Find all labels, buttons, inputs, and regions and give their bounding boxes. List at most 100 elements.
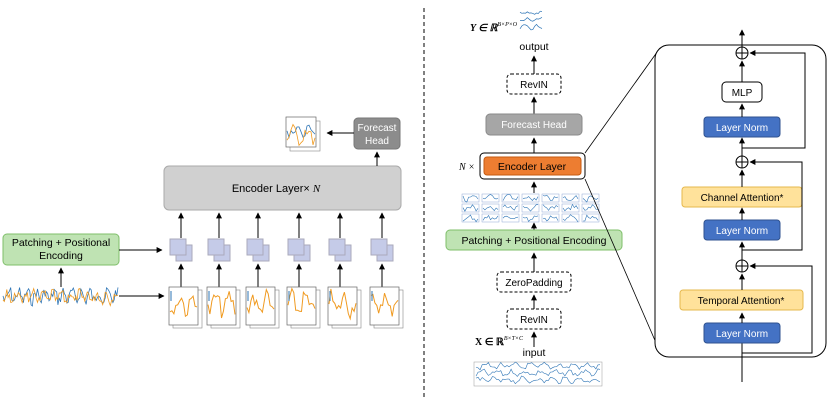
input-math: X ∈ ℝB×T×C (475, 336, 524, 348)
input-series-left (2, 286, 119, 307)
forecast-output-thumbnail (285, 116, 321, 152)
encoder-detail-panel: Layer Norm Temporal Attention* Layer Nor… (654, 29, 827, 382)
zoom-line-bottom (584, 178, 661, 353)
patch-cell-series (502, 204, 519, 211)
patch-token (328, 238, 346, 256)
patch-thumbnail (286, 286, 317, 326)
revin-bottom-box (506, 308, 562, 330)
patch-cell-series (582, 204, 599, 211)
patch-cell-series (482, 206, 499, 212)
patch-cell-series (462, 214, 479, 223)
patch-token (287, 238, 305, 256)
encoder-box-left-label: Encoder Layer× N (232, 183, 321, 195)
output-math: Y ∈ ℝB×P×O (470, 22, 518, 34)
patch-cell-series (462, 204, 479, 212)
patch-cell (481, 193, 500, 203)
forecast-series (286, 124, 316, 139)
zeropadding-box (496, 271, 572, 293)
output-series-thumbnail (519, 10, 543, 31)
patch-columns-left (168, 212, 404, 329)
patch-cell (581, 193, 600, 203)
patch-token (169, 238, 187, 256)
patch-cell (541, 213, 560, 223)
output-series (520, 17, 543, 22)
patch-series (207, 291, 236, 319)
forecast-series (286, 123, 316, 147)
output-series (519, 10, 543, 15)
mlp-label: MLP (732, 88, 753, 99)
forecast-head-label: Forecast Head (501, 120, 567, 131)
channel-attention-label: Channel Attention* (701, 193, 784, 204)
patch-cell-series (582, 195, 599, 203)
zoom-line-top (584, 47, 661, 154)
revin-top-box (506, 73, 562, 95)
patch-token (246, 238, 264, 256)
patch-cell (561, 213, 580, 223)
patch-thumbnail (369, 286, 400, 326)
patch-cell (521, 213, 540, 223)
patch-cell (521, 203, 540, 213)
patch-token (370, 238, 388, 256)
patch-cell (461, 193, 480, 203)
patch-cell (501, 203, 520, 213)
forecast-head-left-line2: Head (365, 136, 389, 147)
input-series-thumbnail (473, 361, 603, 387)
patch-cell (541, 193, 560, 203)
output-series (519, 23, 543, 31)
patch-cell (501, 213, 520, 223)
patch-series (169, 294, 198, 318)
series-line (2, 286, 119, 307)
patch-cell-series (522, 215, 539, 223)
patch-series (287, 287, 316, 313)
patch-thumbnail (206, 286, 237, 326)
patch-cell-series (542, 204, 559, 211)
revin-top-label: RevIN (520, 80, 548, 91)
patching-box-left-line2: Encoding (39, 250, 83, 262)
patch-cell-series (462, 195, 479, 203)
patch-cell (541, 203, 560, 213)
left-panel: Patching + Positional Encoding Encoder L… (2, 116, 404, 329)
patching-box-left-line1: Patching + Positional (12, 237, 110, 249)
patching-box-label: Patching + Positional Encoding (461, 235, 606, 247)
zeropadding-label: ZeroPadding (505, 278, 562, 289)
input-series (475, 361, 601, 371)
patch-cell (481, 203, 500, 213)
patch-cell (481, 213, 500, 223)
patch-cell-series (582, 214, 599, 222)
layer-norm-3-label: Layer Norm (716, 329, 768, 340)
patch-cell-series (522, 204, 539, 212)
patch-series (370, 293, 399, 317)
patch-cell-series (482, 214, 499, 221)
patch-cell-series (562, 214, 579, 223)
temporal-attention-label: Temporal Attention* (698, 296, 785, 307)
encoder-box-left (163, 165, 402, 211)
patch-cell-series (542, 215, 559, 222)
n-times-label: N × (458, 162, 475, 173)
patch-grid (461, 193, 600, 223)
patch-cell (521, 193, 540, 203)
input-series (475, 368, 601, 377)
revin-bottom-label: RevIN (520, 315, 548, 326)
patch-thumbnail (327, 286, 358, 326)
patch-series (328, 288, 357, 321)
forecast-head-left-line1: Forecast (358, 123, 397, 134)
patch-cell-series (542, 194, 559, 201)
patch-cell-series (522, 196, 539, 201)
patch-cell (561, 193, 580, 203)
patch-token (207, 238, 225, 256)
input-label: input (523, 347, 546, 359)
output-label: output (519, 41, 548, 53)
layer-norm-1-label: Layer Norm (716, 123, 768, 134)
series-line (2, 287, 119, 307)
skip-connection-3 (742, 50, 806, 149)
patch-series (246, 288, 275, 315)
patch-cell (461, 213, 480, 223)
skip-connection-1 (742, 263, 813, 354)
patch-cell-series (502, 215, 519, 219)
encoder-layer-label: Encoder Layer (498, 161, 567, 173)
forecast-head-box (485, 113, 583, 136)
patching-box (445, 229, 623, 251)
patch-cell (561, 203, 580, 213)
patch-cell-series (502, 194, 519, 201)
